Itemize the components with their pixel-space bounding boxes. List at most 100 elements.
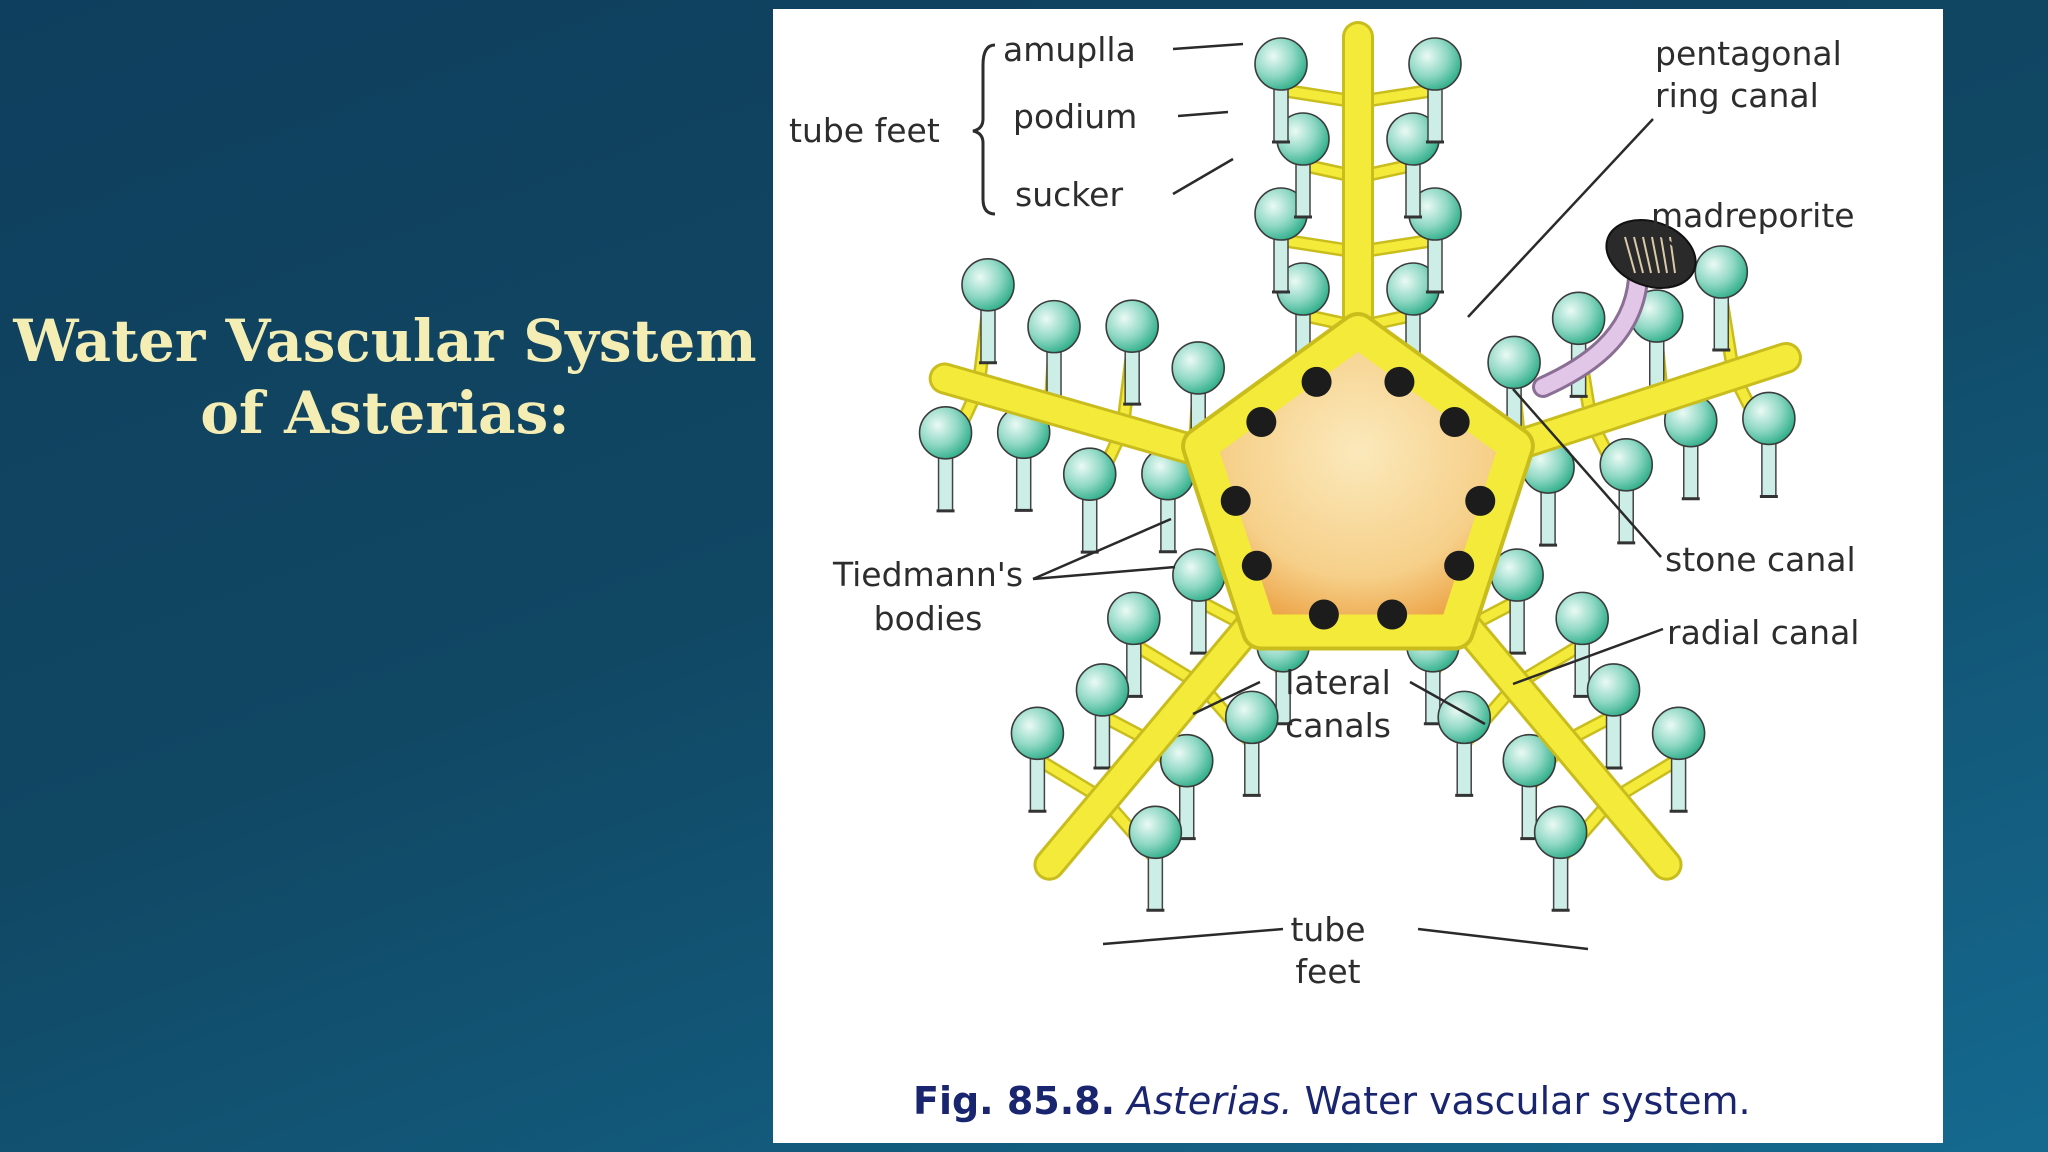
ampulla [1010,706,1065,761]
ampulla [1107,591,1161,646]
label-podium: podium [1013,97,1138,136]
madreporite-groove [1642,236,1652,274]
podium [1191,594,1207,654]
label-tube-feet-bracket: tube feet [789,111,940,150]
leader-tiedmann-bodies-2 [1032,565,1176,581]
label-stone-canal: stone canal [1665,540,1856,579]
ampulla [1105,299,1159,353]
leader-lines-group [972,43,996,216]
tiedmann-body [1301,366,1332,397]
slide-title-line-2: of Asterias: [200,379,570,447]
label-ampulla: amuplla [1003,30,1136,69]
podium [1427,233,1443,293]
tube-feet-bracket [972,43,996,216]
podium [1761,437,1777,498]
ampulla [1502,733,1557,788]
podium [1670,752,1687,813]
leader-podium [1177,110,1229,118]
ampulla [1171,341,1226,395]
leader-radial-canal [1512,627,1664,686]
podium [1273,83,1289,143]
podium [1509,594,1525,654]
tiedmann-body [1439,407,1470,438]
leader-stone-canal [1512,388,1662,558]
podium [1405,158,1421,218]
ampulla [1027,299,1081,354]
caption-text: Water vascular system. [1304,1079,1751,1123]
tiedmann-body [1220,485,1251,516]
ampulla [961,257,1015,312]
ampulla [1062,447,1117,501]
ampulla [1599,438,1654,492]
tiedmann-body [1246,407,1277,438]
figure-caption: Fig. 85.8. Asterias. Water vascular syst… [913,1079,1913,1123]
leader-madreporite [1652,228,1679,250]
water-vascular-diagram [918,21,1802,951]
madreporite-groove [1624,236,1636,274]
ampulla [1742,391,1796,446]
leader-tube-feet-right [1417,927,1589,951]
ampulla [1437,690,1492,745]
ampulla [1159,733,1214,788]
label-radial-canal: radial canal [1667,613,1860,652]
madreporite [1605,219,1697,289]
podium [1540,486,1556,546]
label-lateral-canals-2: canals [1285,706,1391,745]
label-pentagonal-ring-canal-1: pentagonal [1655,34,1842,73]
ampulla [1651,706,1706,761]
pentagonal-ring-canal [1185,316,1531,647]
tiedmann-body [1308,599,1339,630]
podium [1605,709,1622,769]
ampulla [1694,245,1749,299]
podium [1244,736,1260,797]
tiedmann-body [1377,599,1408,630]
tiedmann-body [1241,550,1272,581]
leader-ampulla [1172,42,1244,51]
ampulla [1128,805,1183,860]
label-tiedmann-bodies-2: bodies [873,599,983,638]
podium [1552,851,1569,912]
podium [1456,736,1472,797]
podium [1295,158,1311,218]
ampulla [1487,335,1541,390]
podium [1081,493,1098,553]
ampulla [918,406,973,460]
podium [1147,851,1164,912]
ampulla [1254,37,1308,91]
diagram-figure: amuplla podium sucker tube feet pentagon… [773,9,1943,1143]
ampulla [1224,690,1279,745]
leader-pentagonal-ring-canal [1467,118,1654,318]
leader-lateral-canals-right [1409,680,1486,726]
tiedmann-body [1444,550,1475,581]
label-tube-feet-bottom-1: tube [1290,910,1366,949]
podium [980,304,996,364]
slide-title: Water Vascular System of Asterias: [0,305,770,449]
leader-sucker [1172,157,1234,196]
ampulla [1555,591,1609,646]
podium [1273,233,1289,293]
label-lateral-canals-1: lateral [1285,663,1391,702]
podium [1682,439,1699,500]
label-sucker: sucker [1015,175,1124,214]
podium [1029,752,1046,813]
podium [1124,345,1140,405]
tiedmann-body [1384,366,1415,397]
podium [1713,291,1730,351]
ampulla [1586,663,1641,717]
podium [937,452,954,512]
label-pentagonal-ring-canal-2: ring canal [1655,76,1819,115]
label-madreporite: madreporite [1651,196,1855,235]
leader-lateral-canals-left [1192,680,1261,716]
podium [1427,83,1443,143]
ampulla [1075,663,1130,717]
podium [1015,451,1032,512]
ampulla [1408,37,1462,91]
ampulla [1551,291,1606,346]
slide-title-line-1: Water Vascular System [13,307,757,375]
caption-species: Asterias. [1127,1079,1293,1123]
stone-canal [1535,271,1646,395]
leader-tiedmann-bodies-1 [1032,517,1172,581]
label-tube-feet-bottom-2: feet [1295,952,1361,991]
madreporite-groove [1660,236,1668,274]
label-tiedmann-bodies-1: Tiedmann's [832,555,1024,594]
